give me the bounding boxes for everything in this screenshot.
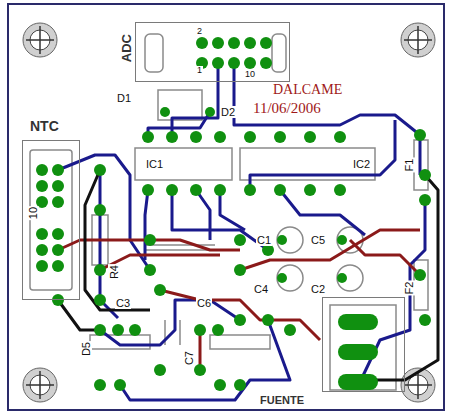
connector-name: ADC <box>120 33 134 63</box>
part-label: D5 <box>80 341 92 357</box>
part-label: 1 <box>196 66 203 76</box>
part-label: 10 <box>27 206 39 220</box>
top-traces <box>58 63 425 400</box>
connector-name: NTC <box>29 119 60 134</box>
board-outline <box>8 4 444 410</box>
part-label: C7 <box>183 350 195 366</box>
jumper-wires <box>58 170 438 380</box>
part-label: C5 <box>310 234 326 246</box>
pads <box>36 37 431 391</box>
connector-name: FUENTE <box>259 394 305 406</box>
mounting-holes <box>23 23 435 402</box>
silkscreen <box>30 34 428 390</box>
part-label: 10 <box>244 70 256 80</box>
board-marking: DALCAME <box>272 82 343 97</box>
bottom-traces <box>58 230 420 370</box>
part-label: D2 <box>220 106 236 118</box>
board-marking: 11/06/2006 <box>252 100 322 117</box>
part-label: C6 <box>196 297 212 309</box>
part-label: C2 <box>310 283 326 295</box>
part-label: C4 <box>253 283 269 295</box>
part-label: F1 <box>403 158 415 173</box>
part-label: C3 <box>115 297 131 309</box>
connector-box: FUENTE <box>322 297 405 392</box>
part-label: R4 <box>108 264 120 280</box>
part-label: D1 <box>116 92 132 104</box>
part-label: C1 <box>256 234 272 246</box>
part-label: F2 <box>403 281 415 296</box>
part-label: IC2 <box>352 158 371 170</box>
part-label: IC1 <box>145 158 164 170</box>
part-label: 2 <box>196 27 203 37</box>
connector-box: ADC <box>135 22 290 82</box>
